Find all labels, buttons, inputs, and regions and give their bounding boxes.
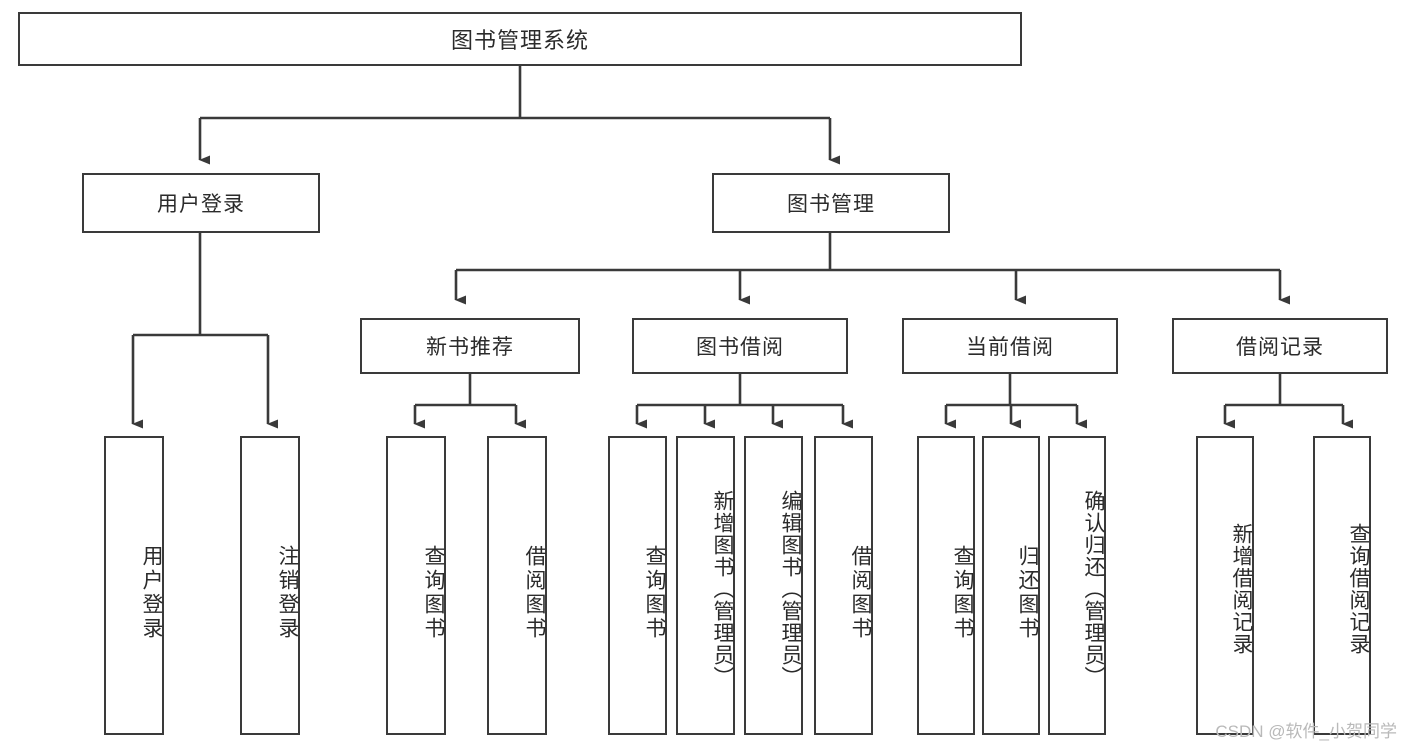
leaf-user-login-logout[interactable]: 注销登录 — [240, 436, 300, 735]
leaf-borrow-record-query[interactable]: 查询借阅记录 — [1313, 436, 1371, 735]
node-new-book-recommend[interactable]: 新书推荐 — [360, 318, 580, 374]
node-root[interactable]: 图书管理系统 — [18, 12, 1022, 66]
leaf-label: 查询借阅记录 — [1347, 522, 1370, 655]
node-root-label: 图书管理系统 — [450, 28, 589, 53]
leaf-label: 编辑图书（管理员） — [779, 489, 802, 688]
leaf-label: 借阅图书 — [523, 544, 546, 641]
leaf-label: 查询图书 — [643, 544, 666, 641]
node-new-book-recommend-label: 新书推荐 — [426, 336, 514, 359]
leaf-label: 注销登录 — [276, 544, 299, 641]
leaf-borrow-record-add[interactable]: 新增借阅记录 — [1196, 436, 1254, 735]
leaf-label: 确认归还（管理员） — [1082, 489, 1105, 688]
node-user-login[interactable]: 用户登录 — [82, 173, 320, 233]
leaf-book-borrow-add[interactable]: 新增图书（管理员） — [676, 436, 735, 735]
node-book-management-label: 图书管理 — [787, 193, 875, 216]
leaf-label: 归还图书 — [1016, 544, 1039, 641]
leaf-current-borrow-return[interactable]: 归还图书 — [982, 436, 1040, 735]
node-book-borrow-label: 图书借阅 — [696, 336, 784, 359]
leaf-current-borrow-confirm-return[interactable]: 确认归还（管理员） — [1048, 436, 1106, 735]
leaf-new-book-query[interactable]: 查询图书 — [386, 436, 446, 735]
leaf-label: 查询图书 — [951, 544, 974, 641]
node-book-management[interactable]: 图书管理 — [712, 173, 950, 233]
node-borrow-record-label: 借阅记录 — [1236, 336, 1324, 359]
node-current-borrow-label: 当前借阅 — [966, 336, 1054, 359]
leaf-label: 查询图书 — [422, 544, 445, 641]
leaf-label: 借阅图书 — [849, 544, 872, 641]
leaf-book-borrow-query[interactable]: 查询图书 — [608, 436, 667, 735]
leaf-new-book-borrow[interactable]: 借阅图书 — [487, 436, 547, 735]
node-borrow-record[interactable]: 借阅记录 — [1172, 318, 1388, 374]
node-book-borrow[interactable]: 图书借阅 — [632, 318, 848, 374]
leaf-user-login-login[interactable]: 用户登录 — [104, 436, 164, 735]
leaf-label: 用户登录 — [140, 544, 163, 641]
leaf-label: 新增借阅记录 — [1230, 522, 1253, 655]
leaf-current-borrow-query[interactable]: 查询图书 — [917, 436, 975, 735]
leaf-label: 新增图书（管理员） — [711, 489, 734, 688]
node-user-login-label: 用户登录 — [157, 193, 245, 216]
leaf-book-borrow-lend[interactable]: 借阅图书 — [814, 436, 873, 735]
node-current-borrow[interactable]: 当前借阅 — [902, 318, 1118, 374]
leaf-book-borrow-edit[interactable]: 编辑图书（管理员） — [744, 436, 803, 735]
watermark: CSDN @软件_小贺同学 — [1215, 722, 1397, 741]
